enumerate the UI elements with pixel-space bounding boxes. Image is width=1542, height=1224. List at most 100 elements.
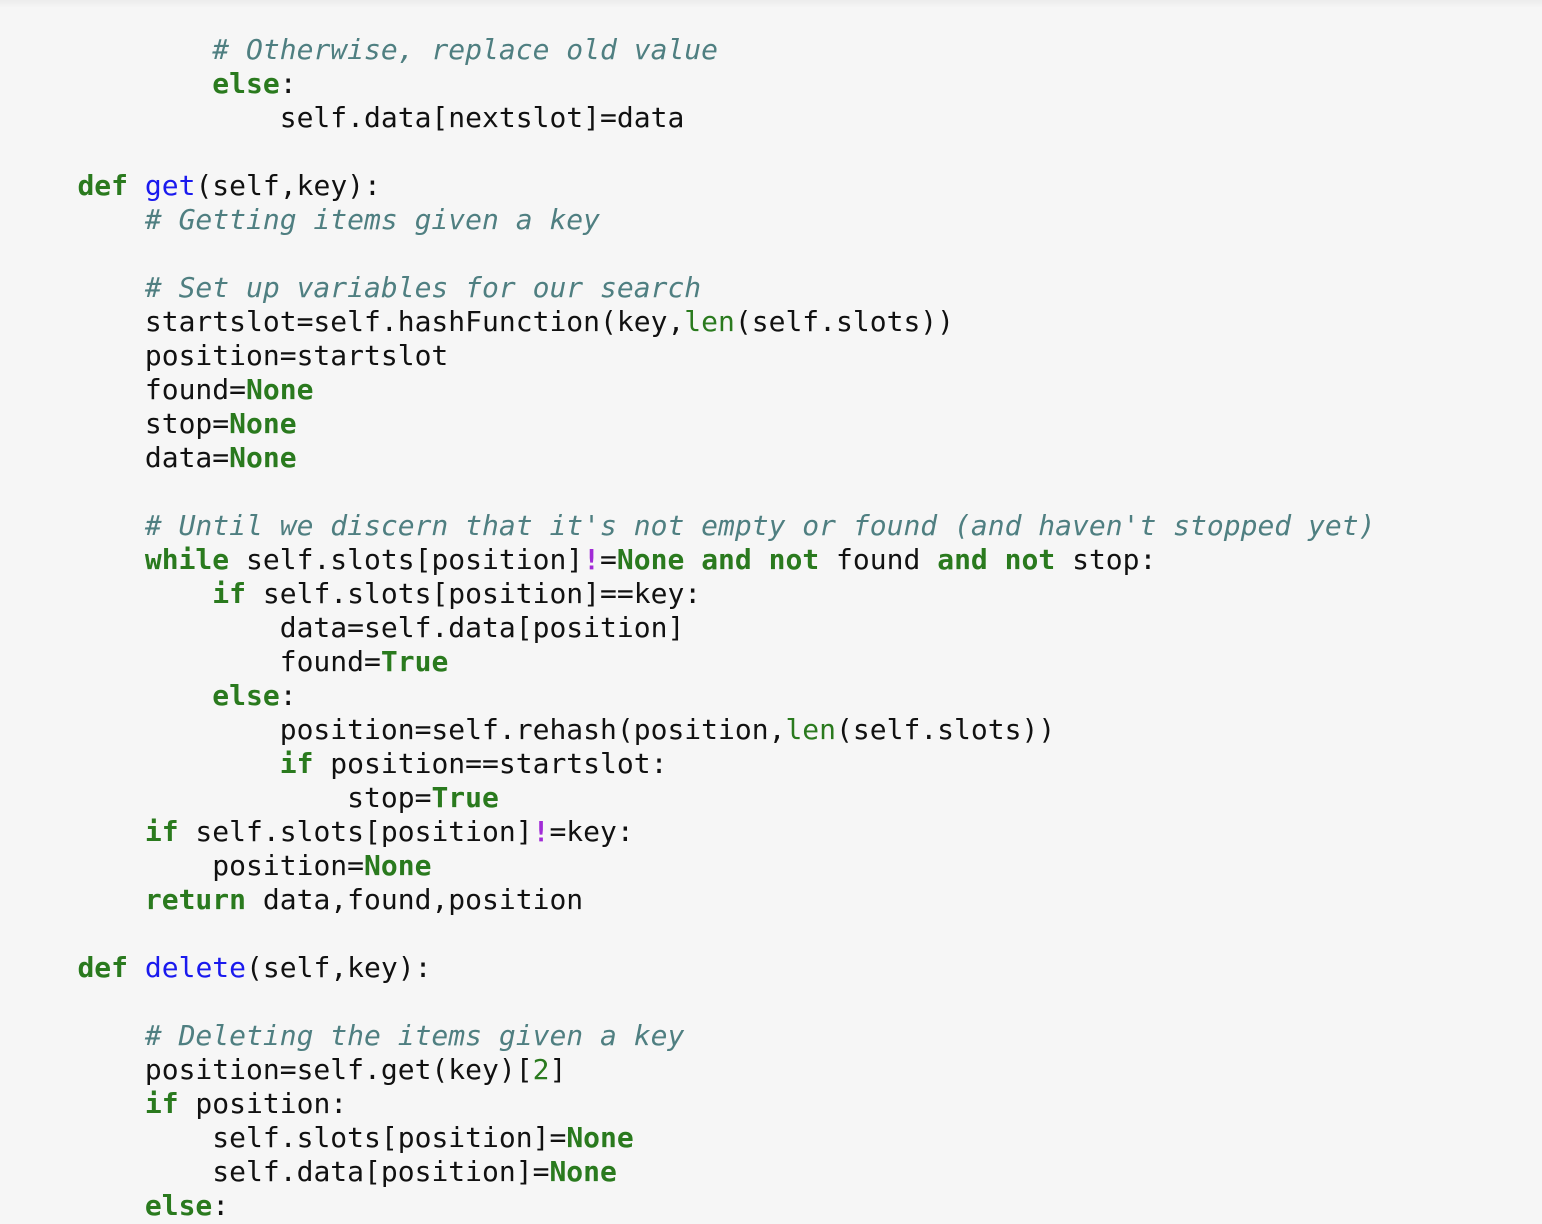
code-token-text: self.slots[position]: [229, 543, 584, 576]
code-token-kw: None: [566, 1121, 634, 1154]
code-token-text: position==startslot:: [313, 747, 668, 780]
code-token-num: 2: [532, 1053, 550, 1086]
code-token-text: data=: [144, 441, 230, 474]
code-token-text: data,found,position: [246, 883, 584, 916]
code-token-fn: delete: [144, 951, 247, 984]
code-token-text: [684, 543, 701, 576]
indent: [10, 339, 145, 372]
code-line: position=self.rehash(position,len(self.s…: [10, 713, 1542, 747]
code-line: # Until we discern that it's not empty o…: [10, 509, 1542, 543]
indent: [10, 169, 77, 202]
code-line: return data,found,position: [10, 883, 1542, 917]
code-token-text: [128, 169, 145, 202]
code-token-comment: # Getting items given a key: [144, 203, 601, 236]
code-line: else:: [10, 679, 1542, 713]
code-token-text: :: [212, 1189, 230, 1222]
code-token-kw: None: [229, 441, 297, 474]
code-line: position=self.get(key)[2]: [10, 1053, 1542, 1087]
indent: [10, 543, 145, 576]
code-token-text: position=self.get(key)[: [144, 1053, 533, 1086]
code-token-kw: def: [77, 169, 129, 202]
indent: [10, 1087, 145, 1120]
code-line: self.data[nextslot]=data: [10, 101, 1542, 135]
code-line: # Otherwise, replace old value: [10, 33, 1542, 67]
code-token-kw: and: [701, 543, 752, 576]
indent: [10, 645, 280, 678]
code-token-text: self.data[nextslot]=data: [279, 101, 685, 134]
code-token-kw: None: [616, 543, 685, 576]
code-token-text: (self.slots)): [734, 305, 955, 338]
code-token-kw: True: [431, 781, 499, 814]
code-token-builtin: len: [785, 713, 837, 746]
indent: [10, 441, 145, 474]
code-token-text: self.slots[position]==key:: [246, 577, 702, 610]
code-token-comment: # Deleting the items given a key: [144, 1019, 685, 1052]
indent: [10, 33, 212, 66]
indent: [10, 679, 212, 712]
code-token-kw: not: [1004, 543, 1056, 576]
code-token-kw: else: [144, 1189, 213, 1222]
indent: [10, 1155, 212, 1188]
code-line: if self.slots[position]!=key:: [10, 815, 1542, 849]
indent: [10, 1189, 145, 1222]
indent: [10, 1019, 145, 1052]
indent: [10, 951, 77, 984]
code-line: position=None: [10, 849, 1542, 883]
code-token-kw: return: [144, 883, 247, 916]
code-token-op: !: [583, 543, 601, 576]
code-line: self.slots[position]=None: [10, 1121, 1542, 1155]
code-token-text: found=: [144, 373, 247, 406]
code-block[interactable]: # Otherwise, replace old value else: sel…: [10, 33, 1542, 1223]
code-token-kw: True: [380, 645, 449, 678]
code-token-kw: else: [212, 679, 280, 712]
code-token-text: =key:: [549, 815, 634, 848]
code-token-text: found=: [279, 645, 381, 678]
code-token-kw: None: [246, 373, 314, 406]
indent: [10, 305, 145, 338]
code-line: found=None: [10, 373, 1542, 407]
code-line: if position:: [10, 1087, 1542, 1121]
code-token-text: stop=: [144, 407, 230, 440]
code-token-text: [988, 543, 1005, 576]
code-line: else:: [10, 67, 1542, 101]
code-token-text: position=: [212, 849, 365, 882]
indent: [10, 781, 347, 814]
indent: [10, 67, 212, 100]
code-token-comment: # Until we discern that it's not empty o…: [144, 509, 1376, 542]
code-line: else:: [10, 1189, 1542, 1223]
code-line: # Getting items given a key: [10, 203, 1542, 237]
code-token-kw: None: [364, 849, 432, 882]
code-line: self.data[position]=None: [10, 1155, 1542, 1189]
code-line: position=startslot: [10, 339, 1542, 373]
code-token-kw: if: [144, 1087, 179, 1120]
code-token-kw: and: [937, 543, 988, 576]
indent: [10, 577, 212, 610]
indent: [10, 611, 280, 644]
code-line: [10, 135, 1542, 169]
indent: [10, 747, 280, 780]
code-line: [10, 475, 1542, 509]
indent: [10, 203, 145, 236]
indent: [10, 1121, 212, 1154]
code-token-text: (self,key):: [246, 951, 432, 984]
indent: [10, 849, 212, 882]
code-line: [10, 985, 1542, 1019]
code-line: data=self.data[position]: [10, 611, 1542, 645]
code-token-kw: while: [144, 543, 230, 576]
code-token-fn: get: [144, 169, 196, 202]
code-token-comment: # Set up variables for our search: [144, 271, 702, 304]
code-line: stop=True: [10, 781, 1542, 815]
code-token-text: startslot=self.hashFunction(key,: [144, 305, 685, 338]
code-token-text: (self.slots)): [836, 713, 1056, 746]
code-token-text: position:: [178, 1087, 348, 1120]
code-line: [10, 237, 1542, 271]
code-token-text: ]: [549, 1053, 567, 1086]
code-token-text: :: [279, 67, 297, 100]
code-line: def delete(self,key):: [10, 951, 1542, 985]
code-token-text: [128, 951, 145, 984]
code-token-text: position=self.rehash(position,: [279, 713, 786, 746]
code-token-text: stop=: [347, 781, 432, 814]
top-shadow: [0, 0, 1542, 8]
indent: [10, 509, 145, 542]
